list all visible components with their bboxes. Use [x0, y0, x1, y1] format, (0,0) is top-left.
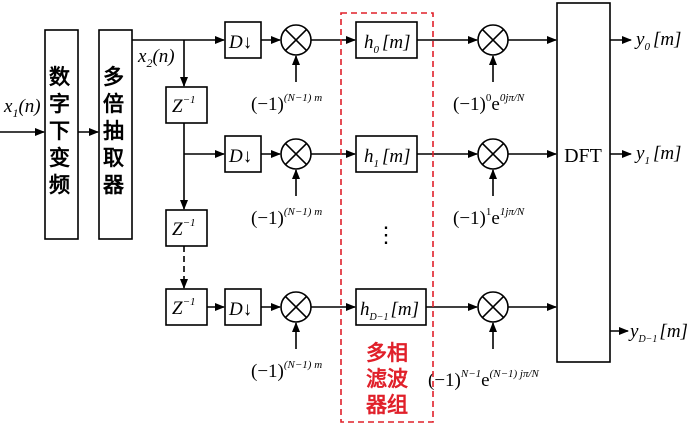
multiplier-icon	[280, 24, 312, 56]
dft-block	[556, 2, 611, 363]
pre-mod-label-2: (−1)(N−1) m	[251, 359, 322, 382]
decimator-label-1: D↓	[228, 146, 252, 167]
filter-label-0: h0[m]	[364, 32, 411, 56]
intermediate-signal-label: x2(n)	[137, 46, 175, 70]
filter-bank-ellipsis: ⋮	[375, 222, 397, 247]
filter-label-1: h1[m]	[364, 146, 411, 170]
multiplier-icon	[477, 138, 509, 170]
multiplier-icon	[280, 138, 312, 170]
polyphase-label-line2: 滤波	[366, 367, 409, 391]
filter-label-2: hD−1[m]	[360, 299, 419, 323]
multirate-decimator-block	[98, 29, 133, 240]
delay-label-3: Z−1	[172, 296, 196, 319]
ddc-block	[44, 29, 79, 240]
post-mod-label-1: (−1)1e1jπ/N	[453, 206, 525, 229]
polyphase-filter-bank-outline	[340, 12, 434, 423]
decimator-label-0: D↓	[228, 32, 252, 53]
post-mod-label-0: (−1)0e0jπ/N	[453, 92, 525, 115]
decimator-label-2: D↓	[228, 299, 252, 320]
decimator-block-1	[224, 135, 262, 173]
decimator-block-0	[224, 21, 262, 59]
delay-block-1	[165, 86, 208, 124]
multiplier-icon	[477, 291, 509, 323]
multiplier-icon	[477, 24, 509, 56]
delay-label-1: Z−1	[172, 94, 196, 117]
output-label-0: y0[m]	[634, 29, 681, 53]
delay-label-2: Z−1	[172, 217, 196, 240]
multiplier-icon	[280, 291, 312, 323]
delay-block-2	[165, 209, 208, 247]
polyphase-label-line3: 器组	[365, 393, 408, 417]
filter-block-2	[355, 288, 427, 326]
input-signal-label: x1(n)	[3, 96, 41, 120]
decimator-block-2	[224, 288, 262, 326]
dft-label: DFT	[564, 145, 602, 167]
pre-mod-label-0: (−1)(N−1) m	[251, 92, 322, 115]
ddc-label: 数字下变频	[49, 65, 73, 197]
multirate-decimator-label: 多倍抽取器	[102, 65, 127, 197]
post-mod-label-2: (−1)N−1e(N−1) jπ/N	[428, 368, 540, 391]
output-label-1: y1[m]	[634, 143, 681, 167]
pre-mod-label-1: (−1)(N−1) m	[251, 206, 322, 229]
polyphase-label-line1: 多相	[366, 341, 408, 365]
output-label-2: yD−1[m]	[628, 321, 688, 345]
